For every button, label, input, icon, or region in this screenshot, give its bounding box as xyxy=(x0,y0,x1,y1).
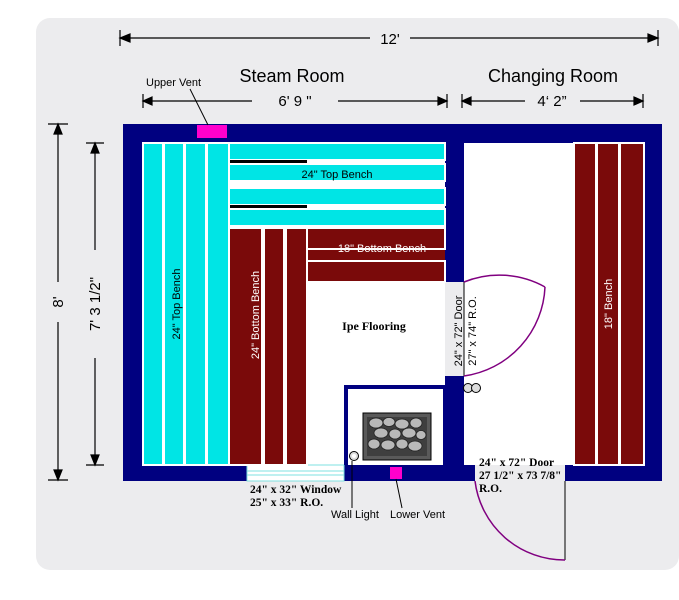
wall-light-label: Wall Light xyxy=(331,509,379,521)
dimension-inner-height xyxy=(86,141,104,467)
steam-width-label: 6' 9 " xyxy=(278,93,311,110)
heater xyxy=(362,412,432,461)
partition-wall-lower xyxy=(445,376,464,465)
exterior-door-ro-suffix: R.O. xyxy=(479,483,502,495)
heater-stones xyxy=(367,417,427,452)
right-wall xyxy=(644,124,662,481)
walls xyxy=(123,124,662,481)
changing-room-title: Changing Room xyxy=(488,66,618,86)
bottom-bench-vertical xyxy=(228,227,308,466)
upper-vent-label: Upper Vent xyxy=(146,77,201,89)
dimension-overall-height xyxy=(48,122,68,482)
window-ro: 25" x 33" R.O. xyxy=(250,497,323,509)
partition-wall-upper xyxy=(445,143,464,282)
dimension-steam-width xyxy=(141,94,449,108)
top-bench-vertical-label: 24" Top Bench xyxy=(171,269,183,340)
bottom-wall-right xyxy=(565,465,662,481)
interior-door-size: 24" x 72" Door xyxy=(453,295,465,366)
bottom-wall-middle xyxy=(344,465,475,481)
steam-room-title: Steam Room xyxy=(239,66,344,86)
interior-door xyxy=(463,274,546,377)
dimension-overall-width xyxy=(118,30,660,46)
exterior-door-ro: 27 1/2" x 73 7/8" xyxy=(479,470,561,482)
window-size: 24" x 32" Window xyxy=(250,484,342,496)
left-wall xyxy=(123,124,143,481)
floor-label: Ipe Flooring xyxy=(342,319,406,333)
exterior-door-size: 24" x 72" Door xyxy=(479,457,554,469)
overall-height-label: 8' xyxy=(50,296,67,307)
upper-vent xyxy=(197,125,227,138)
bottom-bench-vertical-label: 24" Bottom Bench xyxy=(250,271,262,359)
lower-vent-label: Lower Vent xyxy=(390,509,445,521)
bottom-wall-left xyxy=(123,465,247,481)
bottom-bench-horizontal-label: 18" Bottom Bench xyxy=(338,243,426,255)
changing-bench xyxy=(573,142,645,466)
top-bench-horizontal xyxy=(228,142,446,227)
exterior-door xyxy=(474,480,566,561)
overall-width-label: 12' xyxy=(380,31,400,48)
window xyxy=(246,464,345,482)
inner-height-label: 7' 3 1/2" xyxy=(87,277,104,331)
door-hardware xyxy=(463,383,481,393)
top-bench-vertical xyxy=(142,142,230,466)
top-wall xyxy=(123,124,662,143)
lower-vent xyxy=(390,467,402,479)
upper-vent-leader xyxy=(189,88,209,126)
changing-width-label: 4‘ 2” xyxy=(537,93,566,110)
interior-door-ro: 27" x 74" R.O. xyxy=(467,296,479,366)
wall-light xyxy=(349,451,359,461)
dimension-changing-width xyxy=(460,94,645,108)
heater-guard xyxy=(344,385,447,465)
lower-vent-leader xyxy=(395,478,403,509)
top-bench-horizontal-label: 24" Top Bench xyxy=(302,169,373,181)
changing-bench-label: 18" Bench xyxy=(603,279,615,329)
top-bench-slat-gaps xyxy=(229,160,307,208)
